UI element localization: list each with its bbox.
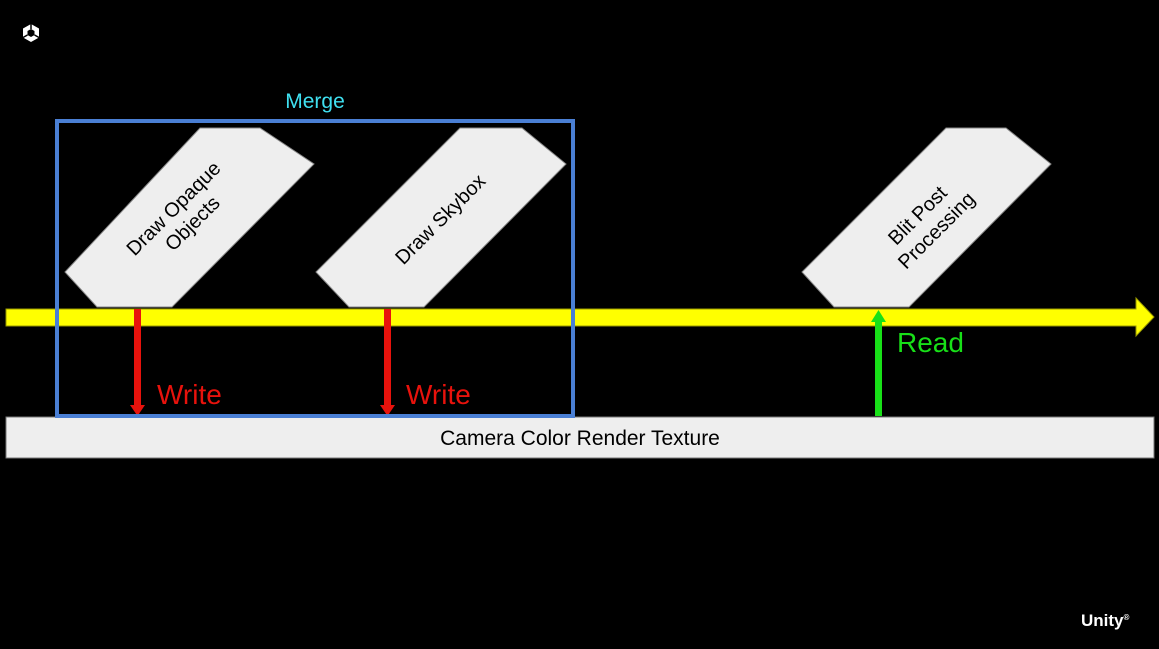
write-label: Write [406,379,471,410]
unity-cube-icon [22,24,40,42]
read-arrow [871,310,886,416]
merge-label: Merge [285,90,345,113]
timeline-arrow [5,296,1155,338]
render-texture-label: Camera Color Render Texture [440,427,720,450]
pass-shape-blit-post [801,127,1052,308]
render-texture-bar [5,416,1155,459]
unity-wordmark: Unity® [1081,611,1130,630]
read-label: Read [897,327,964,358]
merge-box [55,119,575,418]
write-arrow [380,309,395,416]
write-label: Write [157,379,222,410]
write-arrow [130,309,145,416]
pass-shape-draw-opaque [64,127,315,308]
pass-shape-draw-skybox [315,127,567,308]
